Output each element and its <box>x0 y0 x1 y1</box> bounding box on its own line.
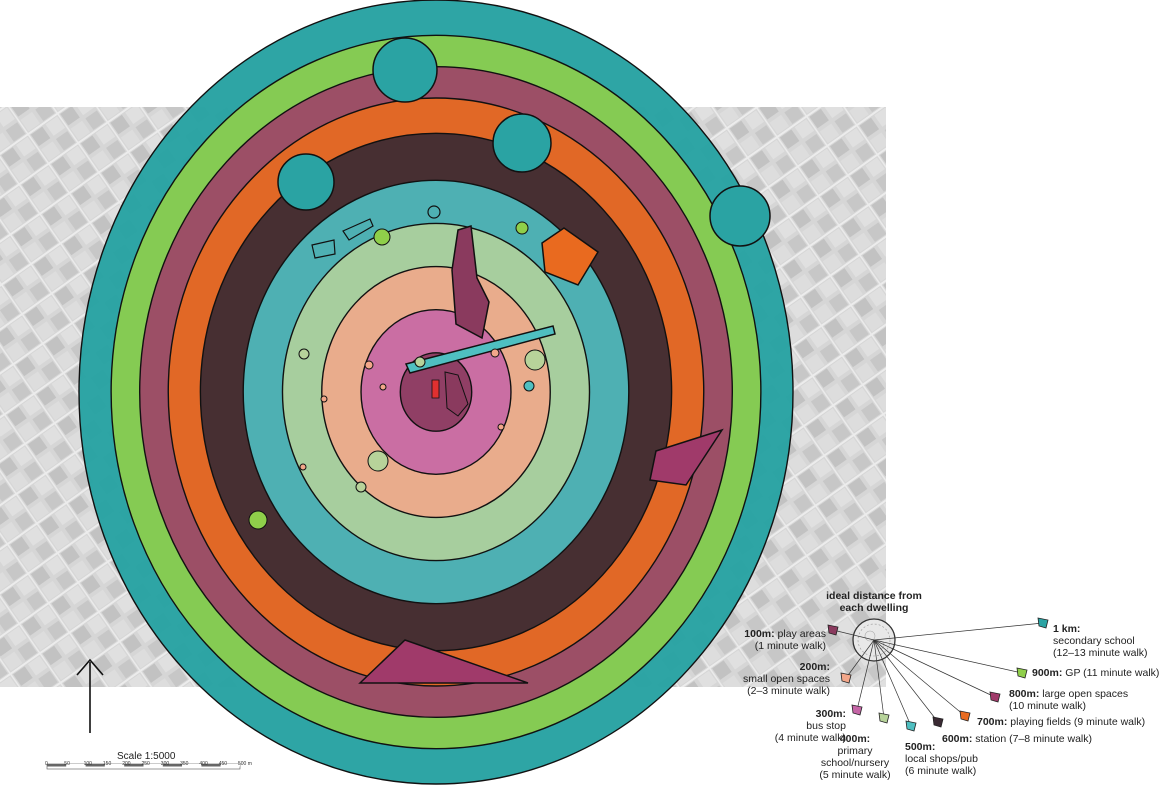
legend-leader-lines <box>827 617 1049 732</box>
site-marker <box>431 379 440 399</box>
site-marker <box>444 371 469 417</box>
scale-segment <box>66 764 86 767</box>
local-shops-marker <box>427 205 441 219</box>
leader-line <box>832 629 875 641</box>
local-shops-marker <box>523 380 535 392</box>
leader-line <box>873 639 912 727</box>
scale-bar <box>46 763 241 770</box>
leader-line <box>873 639 966 717</box>
scale-title: Scale 1:5000 <box>117 751 176 762</box>
scale-tick-label: 50 <box>64 761 70 767</box>
north-arrow-icon <box>76 658 104 733</box>
scale-tick-label: 450 <box>218 761 228 767</box>
scale-segment <box>220 764 240 767</box>
amenity-markers <box>248 37 771 684</box>
local-shops-marker <box>311 239 336 259</box>
local-shops-marker <box>404 325 556 374</box>
secondary-school-marker <box>372 37 438 103</box>
leader-line <box>873 639 996 698</box>
flag-icon <box>959 710 971 722</box>
scale-tick-label: 100 <box>83 761 92 767</box>
scale-tick-label: 500 m <box>238 761 252 767</box>
leader-line <box>873 622 1044 641</box>
scale-tick-label: 200 <box>122 761 131 767</box>
legend-item-500m: 500m:local shops/pub(6 minute walk) <box>905 741 978 777</box>
secondary-school-marker <box>492 113 552 173</box>
leader-line <box>845 639 875 679</box>
legend-item-700m: 700m: playing fields (9 minute walk) <box>977 716 1146 728</box>
leader-line <box>873 639 939 723</box>
flag-icon <box>1037 617 1049 629</box>
secondary-school-marker <box>709 185 771 247</box>
scale-segment <box>104 764 125 767</box>
legend-item-200m: 200m:small open spaces(2–3 minute walk) <box>743 661 830 697</box>
flag-icon <box>932 716 944 728</box>
flag-icon <box>827 624 839 636</box>
scale-tick-label: 300 <box>160 761 170 767</box>
playing-fields-marker <box>541 227 600 286</box>
scale-segment <box>143 764 163 767</box>
scale-tick-label: 350 <box>180 761 189 767</box>
scale-tick-label: 400 <box>199 761 208 767</box>
scale-segment <box>124 764 144 767</box>
legend-title: ideal distance from each dwelling <box>826 590 922 614</box>
local-shops-marker <box>342 218 374 241</box>
primary-school-marker <box>373 228 391 246</box>
scale-tick-label: 250 <box>141 761 150 767</box>
legend-item-100m: 100m: play areas(1 minute walk) <box>744 628 826 652</box>
legend-item-600m: 600m: station (7–8 minute walk) <box>942 733 1093 745</box>
flag-icon <box>878 712 890 724</box>
large-open-space-marker <box>358 639 529 684</box>
primary-school-marker <box>515 221 529 235</box>
flag-icon <box>1016 667 1028 679</box>
primary-school-marker <box>248 510 268 530</box>
flag-icon <box>840 672 852 684</box>
secondary-school-marker <box>277 153 335 211</box>
scale-tick-label: 150 <box>102 761 112 767</box>
legend-item-900m: 900m: GP (11 minute walk) <box>1032 667 1159 679</box>
large-open-space-marker <box>649 428 724 486</box>
flag-icon <box>905 720 917 732</box>
scale-segment <box>162 764 183 767</box>
primary-school-marker <box>367 450 389 472</box>
leader-line <box>873 639 885 719</box>
primary-school-marker <box>524 349 546 371</box>
station-marker <box>451 225 490 340</box>
legend-item-800m: 800m: large open spaces(10 minute walk) <box>1009 688 1129 712</box>
legend-item-300m: 300m:bus stop(4 minute walk) <box>774 708 846 744</box>
legend-item-1km: 1 km:secondary school(12–13 minute walk) <box>1053 623 1148 659</box>
scale-segment <box>182 764 202 767</box>
scale-tick-label: 0 <box>45 761 48 767</box>
scale-segment <box>85 764 105 767</box>
flag-icon <box>989 691 1001 703</box>
flag-icon <box>851 704 863 716</box>
leader-line <box>873 639 1023 674</box>
scale-segment <box>201 764 221 767</box>
leader-line <box>856 639 875 711</box>
scale-segment <box>47 764 67 767</box>
